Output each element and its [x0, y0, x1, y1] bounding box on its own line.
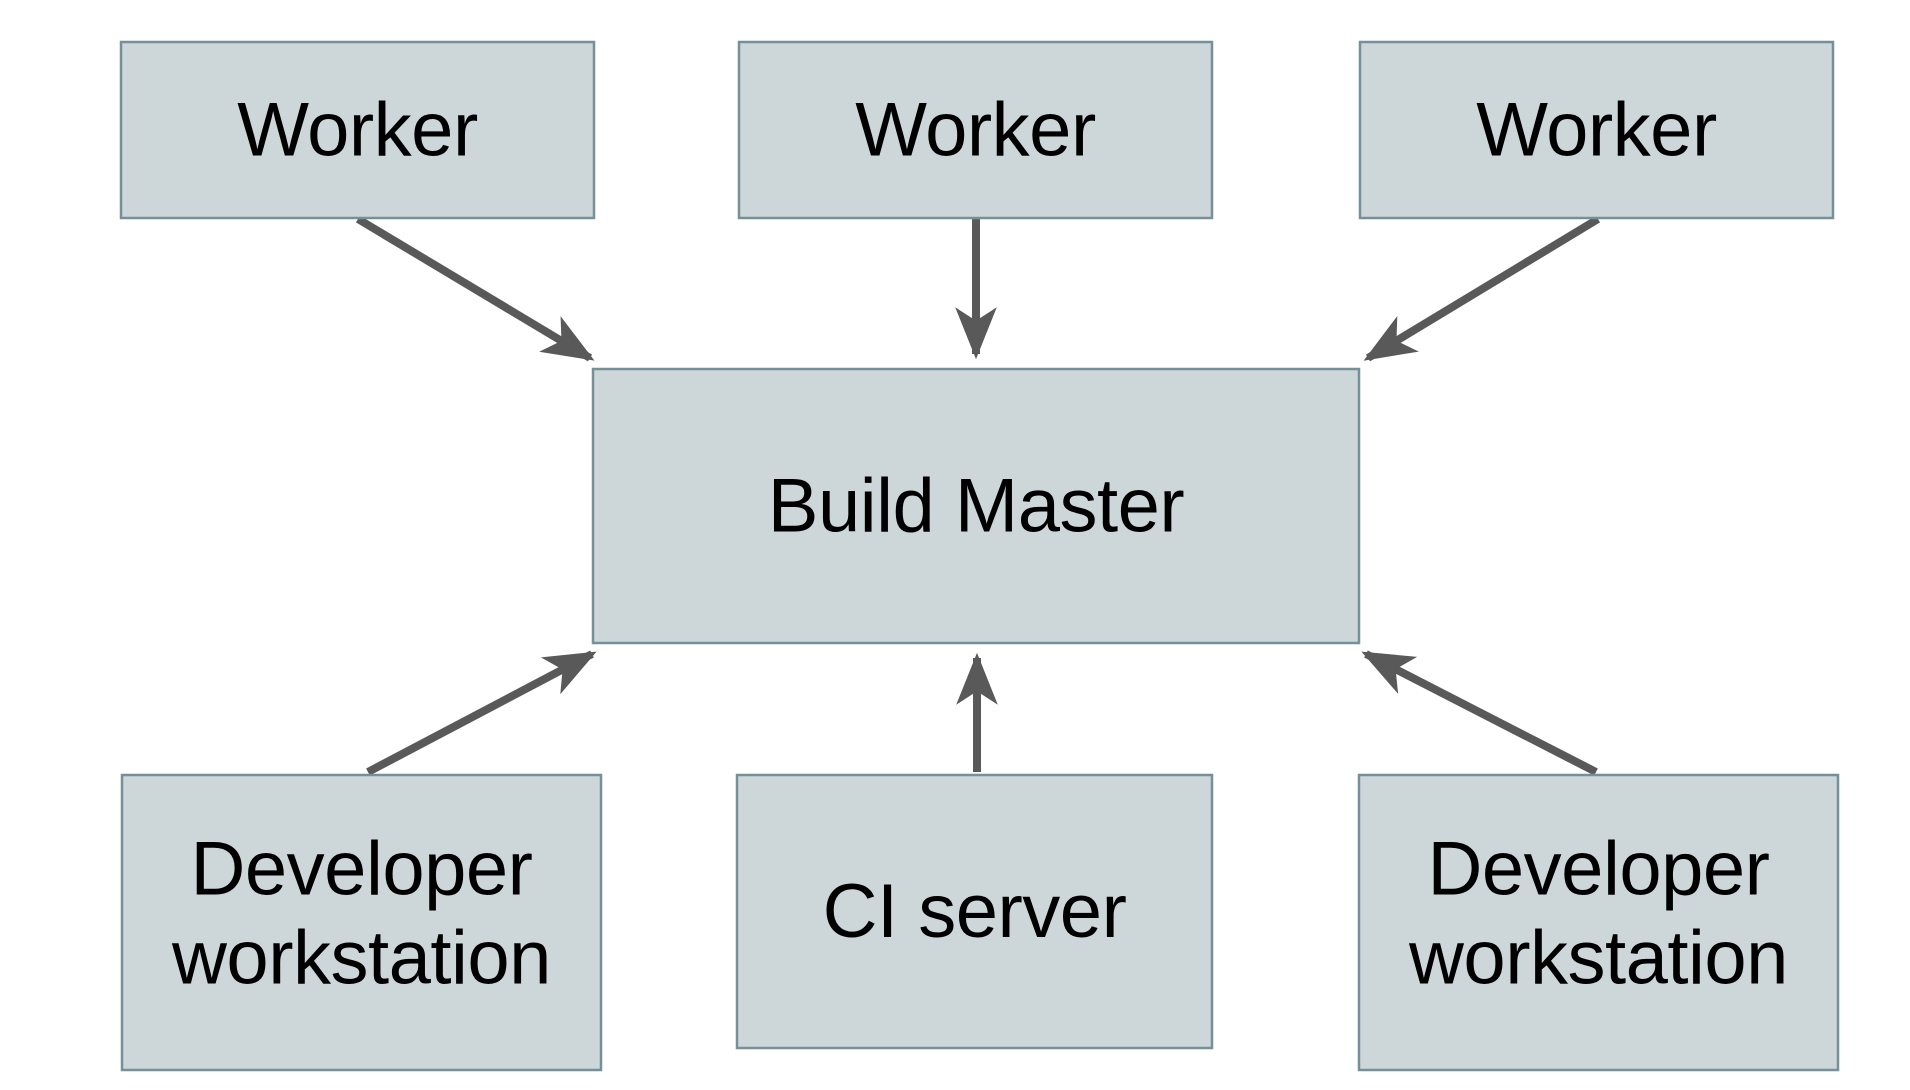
edge-developer-workstation-right-to-build-master — [1361, 650, 1598, 776]
node-developer-workstation-left — [120, 773, 603, 1072]
node-worker-3-label: Worker — [1476, 88, 1717, 173]
node-worker-1-label-line-1: Worker — [237, 88, 478, 173]
node-developer-workstation-right-label-line-1: Developer — [1428, 827, 1770, 912]
node-ci-server-label-line-1: CI server — [823, 869, 1127, 954]
node-worker-2 — [737, 40, 1214, 220]
node-worker-1-label: Worker — [237, 88, 478, 173]
node-ci-server — [735, 773, 1214, 1050]
node-developer-workstation-left-label-line-1: Developer — [191, 827, 533, 912]
node-worker-2-label-line-1: Worker — [855, 88, 1096, 173]
node-worker-3 — [1358, 40, 1835, 220]
node-ci-server-label: CI server — [823, 869, 1127, 954]
node-worker-1 — [119, 40, 596, 220]
node-build-master-label: Build Master — [768, 464, 1185, 549]
node-developer-workstation-left-label-line-2: workstation — [171, 916, 551, 1001]
edge-developer-workstation-left-to-build-master — [366, 650, 597, 776]
node-developer-workstation-right — [1357, 773, 1840, 1072]
node-build-master-label-line-1: Build Master — [768, 464, 1185, 549]
node-worker-2-label: Worker — [855, 88, 1096, 173]
node-build-master — [591, 367, 1361, 645]
node-developer-workstation-right-label-line-2: workstation — [1408, 916, 1788, 1001]
node-worker-3-label-line-1: Worker — [1476, 88, 1717, 173]
edge-worker-3-to-build-master — [1363, 215, 1601, 362]
edge-worker-1-to-build-master — [355, 215, 595, 362]
